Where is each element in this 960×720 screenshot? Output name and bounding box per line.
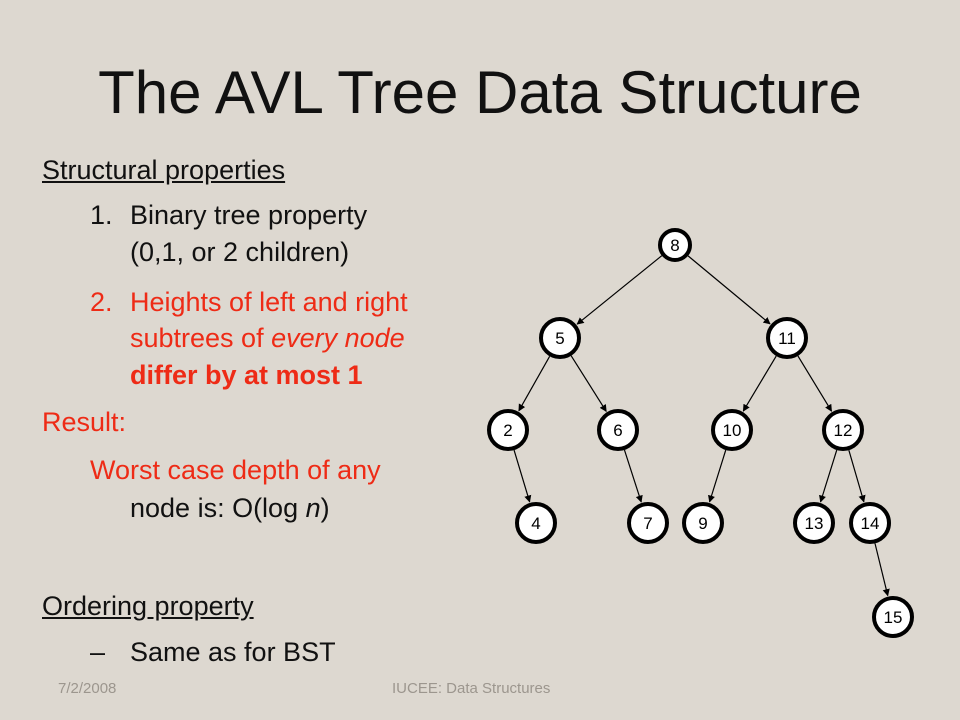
result-line-2: node is: O(log n) bbox=[130, 490, 330, 526]
tree-node-circle-2 bbox=[487, 409, 529, 451]
tree-node-circle-10 bbox=[711, 409, 753, 451]
tree-edge-2-4 bbox=[513, 449, 532, 503]
tree-node-label-14: 14 bbox=[861, 514, 880, 533]
tree-edge-5-2 bbox=[518, 355, 551, 412]
tree-node-label-11: 11 bbox=[778, 329, 796, 348]
tree-node-6: 6 bbox=[597, 409, 639, 451]
result-line-2-text: node is: O(log bbox=[130, 493, 306, 523]
item-2-emphasis: every node bbox=[271, 323, 405, 353]
tree-node-label-8: 8 bbox=[670, 236, 679, 255]
tree-node-2: 2 bbox=[487, 409, 529, 451]
tree-node-9: 9 bbox=[682, 502, 724, 544]
structural-properties-heading: Structural properties bbox=[42, 155, 286, 185]
tree-node-circle-15 bbox=[872, 596, 914, 638]
tree-edge-10-9 bbox=[708, 449, 727, 503]
item-2-line-2: subtrees of every node bbox=[130, 320, 405, 356]
tree-node-label-2: 2 bbox=[503, 421, 512, 440]
tree-node-4: 4 bbox=[515, 502, 557, 544]
result-line-2-close: ) bbox=[320, 493, 330, 523]
result-label: Result: bbox=[42, 407, 127, 437]
tree-node-label-4: 4 bbox=[531, 514, 540, 533]
tree-node-5: 5 bbox=[539, 317, 581, 359]
tree-node-7: 7 bbox=[627, 502, 669, 544]
tree-node-12: 12 bbox=[822, 409, 864, 451]
tree-edge-14-15 bbox=[874, 543, 890, 597]
item-2-line-2-text: subtrees of bbox=[130, 323, 272, 353]
tree-node-label-12: 12 bbox=[834, 421, 853, 440]
tree-node-15: 15 bbox=[872, 596, 914, 638]
tree-node-circle-11 bbox=[766, 317, 808, 359]
ordering-dash: – bbox=[90, 637, 106, 667]
ordering-item: Same as for BST bbox=[130, 637, 336, 667]
tree-edge-11-10 bbox=[742, 355, 777, 412]
item-2-line-1: Heights of left and right bbox=[130, 287, 408, 317]
tree-edge-5-6 bbox=[570, 355, 607, 412]
tree-node-10: 10 bbox=[711, 409, 753, 451]
tree-node-label-13: 13 bbox=[805, 514, 824, 533]
tree-edge-12-14 bbox=[848, 449, 866, 503]
tree-node-label-10: 10 bbox=[723, 421, 742, 440]
tree-node-11: 11 bbox=[766, 317, 808, 359]
tree-node-circle-7 bbox=[627, 502, 669, 544]
tree-node-circle-14 bbox=[849, 502, 891, 544]
tree-node-circle-8 bbox=[658, 228, 692, 262]
tree-node-circle-9 bbox=[682, 502, 724, 544]
item-1-line-1: Binary tree property bbox=[130, 200, 368, 230]
item-1-line-2: (0,1, or 2 children) bbox=[130, 237, 350, 267]
footer-course: IUCEE: Data Structures bbox=[392, 680, 551, 697]
tree-edge-6-7 bbox=[623, 449, 643, 503]
item-2-number: 2. bbox=[90, 287, 113, 317]
ordering-property-heading: Ordering property bbox=[42, 591, 254, 621]
item-2-line-3: differ by at most 1 bbox=[130, 360, 363, 390]
result-variable-n: n bbox=[305, 493, 321, 523]
tree-node-circle-12 bbox=[822, 409, 864, 451]
tree-edge-8-11 bbox=[687, 255, 771, 325]
tree-nodes: 8 5 11 2 6 10 12 4 7 9 13 14 15 bbox=[487, 228, 914, 638]
tree-edge-8-5 bbox=[576, 255, 663, 325]
tree-node-13: 13 bbox=[793, 502, 835, 544]
tree-node-circle-4 bbox=[515, 502, 557, 544]
result-line-1: Worst case depth of any bbox=[90, 455, 381, 485]
tree-node-label-6: 6 bbox=[613, 421, 622, 440]
tree-node-circle-13 bbox=[793, 502, 835, 544]
tree-node-label-5: 5 bbox=[555, 329, 564, 348]
tree-node-14: 14 bbox=[849, 502, 891, 544]
tree-node-label-9: 9 bbox=[698, 514, 707, 533]
slide-title: The AVL Tree Data Structure bbox=[98, 59, 862, 126]
tree-node-label-15: 15 bbox=[884, 608, 903, 627]
tree-node-circle-6 bbox=[597, 409, 639, 451]
tree-edge-12-13 bbox=[819, 449, 838, 503]
item-1-number: 1. bbox=[90, 200, 113, 230]
tree-edge-11-12 bbox=[797, 355, 833, 412]
tree-node-8: 8 bbox=[658, 228, 692, 262]
tree-node-circle-5 bbox=[539, 317, 581, 359]
tree-node-label-7: 7 bbox=[643, 514, 652, 533]
footer-date: 7/2/2008 bbox=[58, 680, 117, 697]
tree-edges bbox=[513, 255, 890, 597]
